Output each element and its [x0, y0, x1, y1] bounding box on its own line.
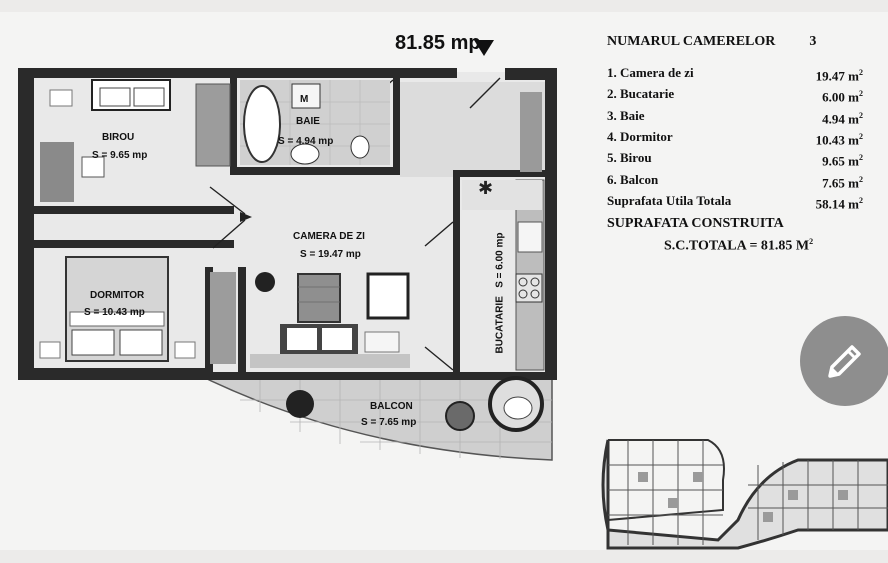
room-label-bucatarie: BUCATARIE S = 6.00 mp [495, 232, 507, 353]
document-sheet: ✱ 81.85 mp BIROU S = 9.65 mp M BAIE S = … [0, 12, 888, 550]
legend-value-text: 10.43 m [815, 132, 859, 148]
constructed-title: SUPRAFATA CONSTRUITA [607, 216, 784, 231]
edit-fab-button[interactable] [800, 316, 888, 406]
legend-unit-sup: 2 [859, 174, 863, 184]
building-floor-thumbnail [601, 439, 888, 550]
room-name: BUCATARIE [494, 296, 506, 354]
room-name: BIROU [102, 132, 135, 143]
legend-row: Suprafata Utila Totala 58.14 m2 [607, 192, 867, 213]
legend-title-text: NUMARUL CAMERELOR [607, 34, 776, 49]
constructed-total-text: S.C.TOTALA = 81.85 M [664, 238, 810, 254]
legend-room-value: 7.65 m2 [822, 171, 867, 192]
legend-row: 3. Baie 4.94 m2 [607, 107, 867, 128]
room-area-baie: S = 4.94 mp [278, 136, 334, 147]
legend-unit-sup: 2 [859, 195, 863, 205]
legend-row: 5. Birou 9.65 m2 [607, 149, 867, 170]
legend-room-value: 4.94 m2 [822, 107, 867, 128]
legend-room-value: 10.43 m2 [816, 128, 867, 149]
legend-room-value: 19.47 m2 [816, 64, 867, 85]
legend-room-count: 3 [809, 34, 817, 49]
legend-value-text: 6.00 m [822, 89, 859, 105]
legend-value-text: 7.65 m [822, 174, 859, 190]
floor-plan: ✱ [18, 68, 557, 461]
legend-room-name: Suprafata Utila Totala [607, 192, 732, 208]
svg-text:✱: ✱ [478, 178, 493, 198]
legend-row: 2. Bucatarie 6.00 m2 [607, 85, 867, 106]
room-label-birou: BIROU [102, 132, 134, 144]
legend-room-name: 2. Bucatarie [607, 86, 675, 102]
room-label-dormitor: DORMITOR [90, 290, 145, 301]
legend-room-value: 6.00 m2 [822, 85, 867, 106]
constructed-total: S.C.TOTALA = 81.85 M2 [607, 233, 813, 256]
legend-value-text: 58.14 m [815, 196, 859, 212]
room-area-dormitor: S = 10.43 mp [84, 307, 145, 318]
legend-room-name: 6. Balcon [607, 171, 659, 187]
room-area-birou: S = 9.65 mp [92, 150, 148, 161]
legend-title: NUMARUL CAMERELOR 3 [607, 34, 867, 50]
legend-room-name: 3. Baie [607, 107, 645, 123]
pencil-icon [828, 345, 861, 378]
legend-room-name: 5. Birou [607, 150, 652, 166]
legend-room-name: 4. Dormitor [607, 128, 673, 144]
constructed-unit-sup: 2 [809, 237, 814, 246]
legend-row: 6. Balcon 7.65 m2 [607, 171, 867, 192]
room-area: S = 6.00 mp [494, 232, 506, 288]
legend-unit-sup: 2 [859, 153, 863, 163]
legend-room-value: 9.65 m2 [822, 149, 867, 170]
room-label-baie: BAIE [296, 116, 320, 127]
legend-room-name: 1. Camera de zi [607, 65, 694, 80]
legend-unit-sup: 2 [859, 110, 863, 120]
arrow-down-icon [474, 40, 494, 56]
total-area-label: 81.85 mp [395, 32, 481, 54]
room-area-camera: S = 19.47 mp [300, 249, 361, 260]
room-label-balcon: BALCON [370, 401, 413, 412]
room-mark-baie: M [300, 94, 309, 105]
constructed-area: SUPRAFATA CONSTRUITA S.C.TOTALA = 81.85 … [607, 215, 813, 256]
legend-value-text: 19.47 m [815, 68, 859, 84]
legend-room-value: 58.14 m2 [816, 192, 867, 213]
legend-value-text: 9.65 m [822, 153, 859, 169]
legend-unit-sup: 2 [859, 89, 863, 99]
room-area-balcon: S = 7.65 mp [361, 417, 417, 428]
room-legend: NUMARUL CAMERELOR 3 1. Camera de zi 19.47… [607, 34, 867, 213]
legend-unit-sup: 2 [859, 131, 863, 141]
legend-value-text: 4.94 m [822, 110, 859, 126]
legend-unit-sup: 2 [859, 68, 863, 77]
room-label-camera: CAMERA DE ZI [293, 231, 365, 242]
legend-row: 1. Camera de zi 19.47 m2 [607, 64, 867, 85]
legend-row: 4. Dormitor 10.43 m2 [607, 128, 867, 149]
